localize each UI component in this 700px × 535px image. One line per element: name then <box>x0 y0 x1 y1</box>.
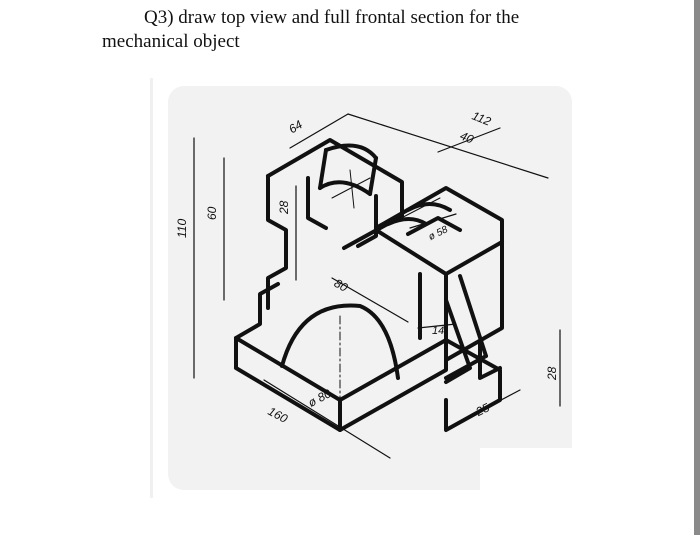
dim-40-line <box>437 127 501 153</box>
dim-112-label: 112 <box>470 109 493 129</box>
dim-28-label: 28 <box>277 200 291 215</box>
base-arch <box>280 303 400 380</box>
question-text: Q3) draw top view and full frontal secti… <box>102 6 622 54</box>
rear-upright <box>266 138 404 310</box>
question-line-1: Q3) draw top view and full frontal secti… <box>144 7 520 28</box>
window-right-edge <box>694 0 700 535</box>
dimension-lines <box>193 113 561 459</box>
dim-160-line <box>263 379 391 459</box>
isometric-drawing-svg: 64 112 40 110 60 28 80 ø 58 14 ø 80 160 … <box>150 78 582 498</box>
cyl-center-cross-a <box>331 177 371 199</box>
dim-25-line <box>447 389 521 429</box>
cyl-center-cross-b <box>349 169 355 209</box>
dim-58-leader <box>409 213 457 229</box>
dim-60-label: 60 <box>205 206 219 220</box>
panel-cutout <box>480 448 582 498</box>
drawing-panel <box>168 86 572 490</box>
question-line-2: mechanical object <box>102 31 240 52</box>
hole-centerline <box>381 197 441 229</box>
dim-64-line <box>289 113 349 149</box>
dim-80-label: 80 <box>332 276 351 295</box>
dim-40-label: 40 <box>458 129 476 147</box>
dim-80-line <box>331 277 409 323</box>
mechanical-drawing: 64 112 40 110 60 28 80 ø 58 14 ø 80 160 … <box>150 78 582 498</box>
dim-25-label: 25 <box>473 400 492 419</box>
dim-14-label: 14 <box>432 325 444 337</box>
left-shadow-strip <box>150 78 153 498</box>
dim-112-line <box>347 113 549 179</box>
dim-28-right-label: 28 <box>545 366 559 381</box>
front-tower <box>374 186 504 384</box>
dim-14-leader <box>417 323 457 329</box>
dim-110-label: 110 <box>175 219 189 238</box>
